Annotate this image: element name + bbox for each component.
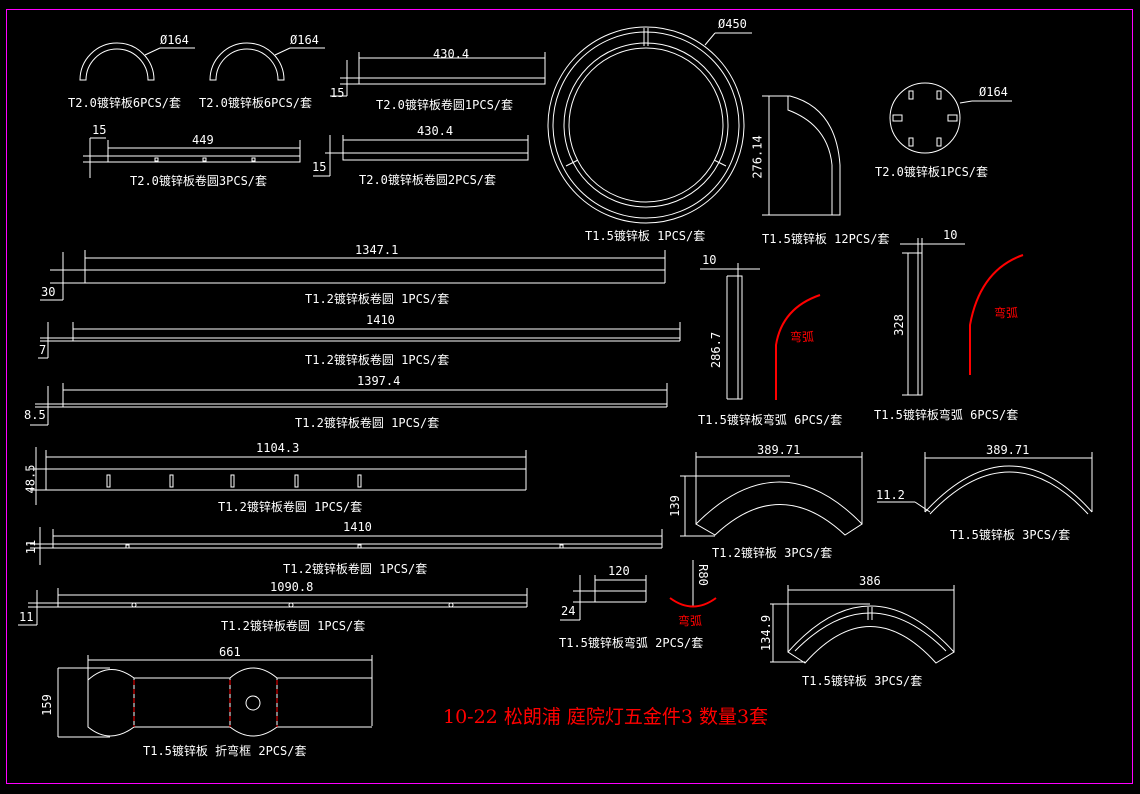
part-strip-1397 [30,383,667,425]
dim-p16-thickness: 11.2 [876,488,905,502]
part-strip-430-1 [330,52,545,96]
part-red-arc-r80 [670,560,716,607]
note-p12: 弯弧 [790,330,815,344]
part-bend-strip-286 [700,263,820,400]
dim-p11-length: 1397.4 [357,374,401,388]
label-p10: T1.2镀锌板卷圆 1PCS/套 [305,353,450,367]
dim-p10-height: 7 [39,343,47,357]
part-strip-1104 [30,447,526,505]
label-p6: T2.0镀锌板卷圆3PCS/套 [130,174,268,188]
drawing-frame [7,10,1133,784]
part-semi-ring-1 [80,43,195,80]
dim-p21-width: 386 [859,574,881,588]
part-strip-1410-a [38,322,680,358]
dim-p2: Ø164 [290,33,319,47]
drawing-title: 10-22 松朗浦 庭院灯五金件3 数量3套 [443,706,769,728]
part-strip-1410-b [30,527,662,565]
dim-p15-width: 389.71 [757,443,801,457]
dim-p13-height: 328 [891,314,906,336]
label-p3: T2.0镀锌板卷圆1PCS/套 [376,98,514,112]
label-p22: T1.5镀锌板 折弯框 2PCS/套 [143,744,307,758]
dim-p18-length: 1090.8 [270,580,314,594]
label-p4: T1.5镀锌板 1PCS/套 [585,229,706,243]
part-bend-strip-328 [900,238,1023,395]
note-p13: 弯弧 [994,306,1019,320]
part-semi-ring-2 [210,43,325,80]
label-p2: T2.0镀锌板6PCS/套 [199,96,313,110]
dim-p18-height: 11 [19,610,34,624]
label-p1: T2.0镀锌板6PCS/套 [68,96,182,110]
dim-p21-height: 134.9 [759,614,774,652]
dim-p1: Ø164 [160,33,189,47]
dim-p5: Ø164 [979,85,1008,99]
label-p17: T1.2镀锌板卷圆 1PCS/套 [283,562,428,576]
part-strip-1090 [18,588,527,625]
dim-p3-length: 430.4 [433,47,470,61]
dim-p6-height: 15 [92,123,107,137]
label-p21: T1.5镀锌板 3PCS/套 [802,674,923,688]
label-p12: T1.5镀锌板弯弧 6PCS/套 [698,413,843,427]
dim-p8: 276.14 [750,135,765,179]
label-p16: T1.5镀锌板 3PCS/套 [950,528,1071,542]
label-p9: T1.2镀锌板卷圆 1PCS/套 [305,292,450,306]
dim-p12-thickness: 10 [702,253,717,267]
label-p18: T1.2镀锌板卷圆 1PCS/套 [221,619,366,633]
label-p8: T1.5镀锌板 12PCS/套 [762,232,890,246]
part-strip-430-2 [313,135,528,176]
part-strip-1347 [40,250,665,300]
dim-p15-height: 139 [667,495,682,517]
part-bend-frame [58,655,372,737]
dim-p11-height: 8.5 [24,408,46,422]
dim-p19-length: 120 [608,564,630,578]
dim-p3-height: 15 [330,86,345,100]
dim-p9-height: 30 [41,285,56,299]
dim-p10-length: 1410 [366,313,395,327]
label-p5: T2.0镀锌板1PCS/套 [875,165,989,179]
part-large-ring [548,27,752,223]
dim-p20-radius: R80 [695,564,710,586]
note-p20: 弯弧 [678,614,703,628]
dim-p6-length: 449 [192,133,214,147]
dim-p14-length: 1104.3 [256,441,300,455]
label-p13: T1.5镀锌板弯弧 6PCS/套 [874,408,1019,422]
dim-p4: Ø450 [718,17,747,31]
part-strip-449 [83,138,300,178]
part-small-strip-120 [560,575,646,620]
dim-p16-width: 389.71 [986,443,1030,457]
part-disc [890,83,1012,153]
dim-p13-thickness: 10 [943,228,958,242]
dim-p17-length: 1410 [343,520,372,534]
label-p19: T1.5镀锌板弯弧 2PCS/套 [559,636,704,650]
label-p7: T2.0镀锌板卷圆2PCS/套 [359,173,497,187]
dim-p14-height: 48.5 [23,464,38,494]
dim-p7-length: 430.4 [417,124,454,138]
dim-p22-width: 661 [219,645,241,659]
dim-p9-length: 1347.1 [355,243,399,257]
part-arc-strip-389-b [877,452,1092,514]
label-p11: T1.2镀锌板卷圆 1PCS/套 [295,416,440,430]
dim-p12-height: 286.7 [709,331,724,369]
part-quarter-bend [762,96,840,215]
part-arc-segment-389-a [680,452,862,536]
dim-p17-height: 11 [24,539,39,555]
dim-p7-height: 15 [312,160,327,174]
dim-p22-height: 159 [39,694,54,716]
part-ring-segment-386 [770,585,954,663]
label-p14: T1.2镀锌板卷圆 1PCS/套 [218,500,363,514]
label-p15: T1.2镀锌板 3PCS/套 [712,546,833,560]
dim-p19-height: 24 [561,604,576,618]
